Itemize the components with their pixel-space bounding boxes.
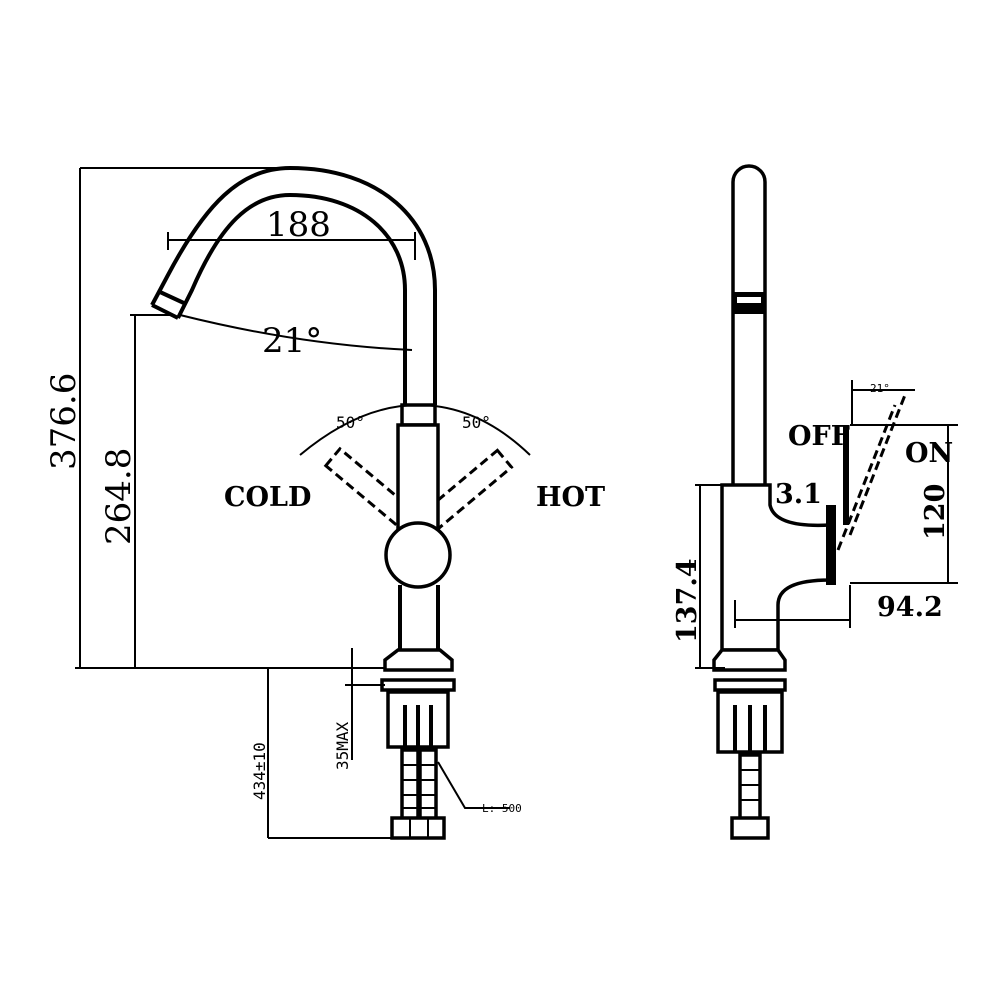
label-on: ON — [905, 438, 953, 469]
dim-counter-thickness: 35MAX — [333, 721, 352, 770]
side-base — [712, 648, 787, 672]
faucet-body-lower — [398, 585, 440, 650]
side-nut-ribs — [733, 705, 767, 752]
label-hot: HOT — [536, 482, 605, 513]
mounting-washer — [380, 678, 456, 692]
aerator-slot — [737, 297, 761, 303]
dim-lever-gap: 3.1 — [775, 479, 822, 510]
side-hose — [738, 753, 762, 822]
dim-body-height: 137.4 — [672, 558, 703, 643]
dim-below-counter: 434±10 — [250, 742, 269, 800]
nut-lines — [409, 818, 429, 838]
dim-lever-height: 120 — [920, 484, 951, 540]
lever-off-bar — [843, 425, 849, 525]
spout-collar — [400, 403, 437, 427]
side-view-faucet — [712, 164, 907, 840]
side-spout — [731, 164, 767, 485]
handle-angle-right: 50° — [462, 413, 491, 432]
front-view-faucet — [150, 165, 514, 840]
hose-left — [400, 748, 420, 822]
dim-spout-height: 264.8 — [99, 448, 139, 545]
hose-right — [418, 748, 438, 822]
side-lever — [826, 505, 836, 585]
faucet-base — [383, 648, 454, 672]
hose-end-nut — [390, 816, 446, 840]
dim-lever-reach: 94.2 — [877, 592, 943, 623]
spout-inner — [176, 192, 407, 405]
side-washer — [713, 678, 787, 692]
nut-ribs — [403, 705, 433, 747]
side-hose-nut — [730, 816, 770, 840]
handle-angle-left: 50° — [336, 413, 365, 432]
side-hose-braids — [740, 769, 760, 801]
mixer-ball — [384, 521, 452, 589]
spout-outer — [150, 165, 437, 405]
spout-nozzle — [151, 290, 187, 320]
faucet-body-upper — [396, 423, 440, 537]
dim-lever-angle: 21° — [870, 382, 890, 395]
side-dimensions: 21° OFF ON 3.1 120 137.4 94.2 — [672, 380, 958, 669]
lever-on-position — [836, 394, 907, 551]
dim-spout-angle: 21° — [262, 321, 322, 361]
front-dimensions: 188 21° 376.6 264.8 50° 50° COLD HOT 35M… — [44, 167, 605, 839]
dim-spout-reach: 188 — [266, 205, 331, 245]
label-cold: COLD — [224, 482, 311, 513]
hose-length: L: 500 — [482, 802, 522, 815]
label-off: OFF — [788, 421, 850, 452]
dim-total-height: 376.6 — [44, 373, 84, 470]
hose-braids — [402, 764, 436, 809]
